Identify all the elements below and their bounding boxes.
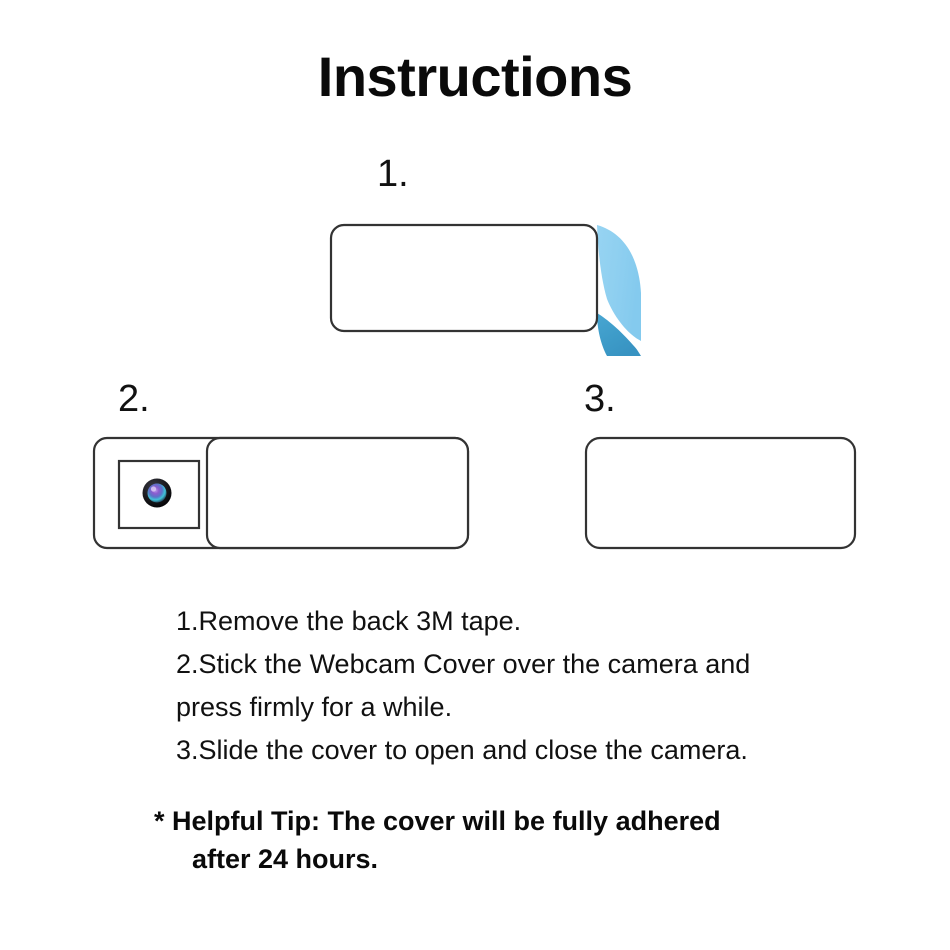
instruction-line-1: 1.Remove the back 3M tape. <box>176 606 522 636</box>
figure-step-2-cover-open <box>86 430 476 556</box>
cover-closed-svg <box>584 436 857 550</box>
cover-with-3m-tape-svg <box>329 223 641 356</box>
instruction-list: 1.Remove the back 3M tape. 2.Stick the W… <box>176 600 876 772</box>
tape-flap-curl <box>597 313 641 356</box>
page-title: Instructions <box>317 45 633 108</box>
camera-lens-highlight <box>150 486 157 492</box>
cover-closed-outline <box>584 436 857 550</box>
instruction-line-3: press firmly for a while. <box>176 692 453 722</box>
cover-body-outline <box>329 223 599 333</box>
cover-slider-panel <box>205 436 470 550</box>
camera-lens-glass <box>147 483 167 503</box>
figure-step-1-cover-with-tape <box>325 215 650 365</box>
step-number-3: 3. <box>584 378 616 420</box>
tape-flap-light <box>597 225 641 341</box>
figure-step-3-cover-closed <box>578 430 863 556</box>
instruction-line-4: 3.Slide the cover to open and close the … <box>176 735 748 765</box>
helpful-tip-line-1: * Helpful Tip: The cover will be fully a… <box>154 806 721 836</box>
cover-open-over-camera-svg <box>92 436 470 550</box>
helpful-tip: * Helpful Tip: The cover will be fully a… <box>154 802 894 878</box>
instruction-line-2: 2.Stick the Webcam Cover over the camera… <box>176 649 751 679</box>
helpful-tip-line-2: after 24 hours. <box>192 844 379 874</box>
step-number-1: 1. <box>377 153 409 195</box>
step-number-2: 2. <box>118 378 150 420</box>
